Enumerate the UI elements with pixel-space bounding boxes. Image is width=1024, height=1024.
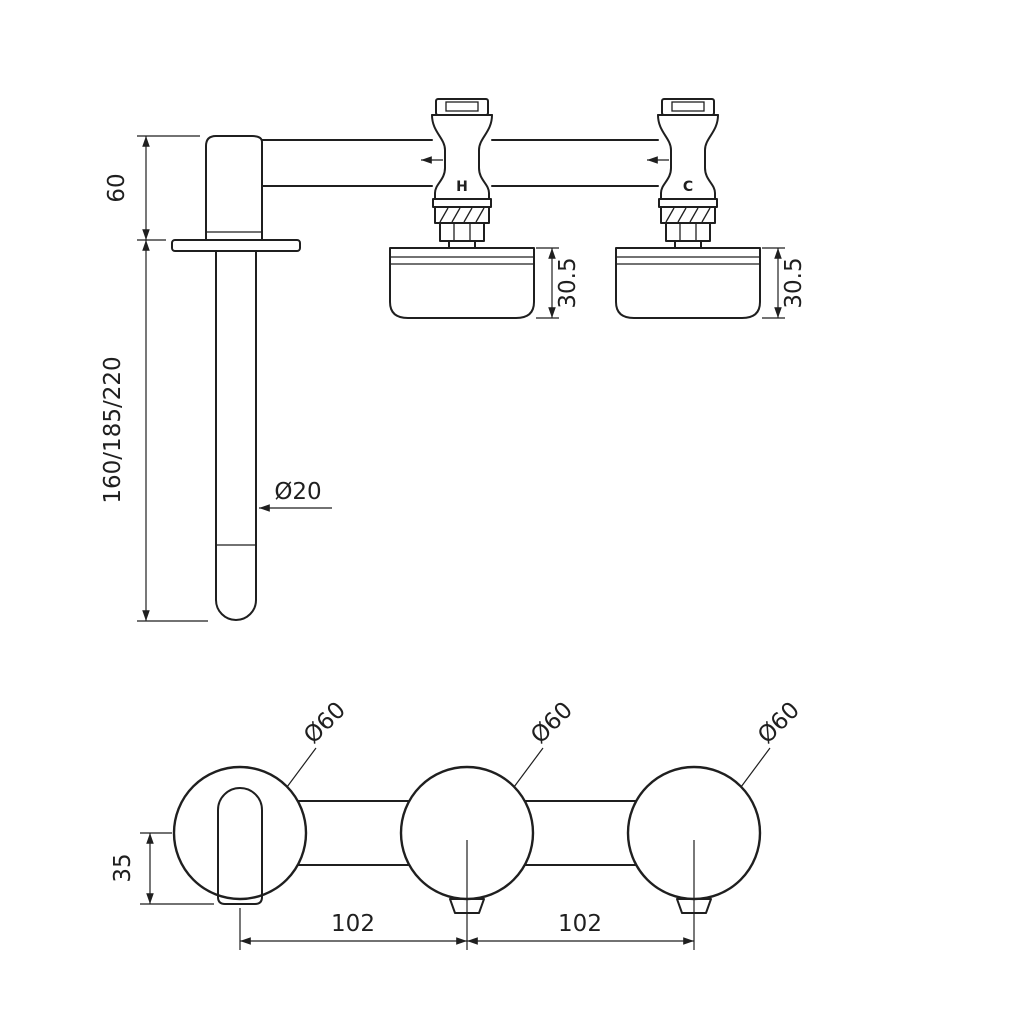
hot-bonnet-right — [478, 114, 493, 200]
hot-bonnet-left — [431, 114, 446, 200]
stem-tab-right — [676, 898, 712, 914]
cold-nut — [665, 222, 711, 242]
dimension-spout-height: 60 — [104, 135, 200, 241]
leader-line — [513, 747, 544, 788]
hot-valve-assembly: H — [389, 98, 535, 319]
dim-label-spacing-right-102: 102 — [558, 911, 602, 937]
cold-bonnet-left — [657, 114, 672, 200]
connecting-arm — [261, 139, 659, 187]
dim-label-length-160-185-220: 160/185/220 — [100, 356, 126, 503]
cold-escutcheon-drum — [615, 247, 761, 319]
dimension-center-spacing: 102 102 — [239, 840, 695, 950]
dimension-spout-length: 160/185/220 — [100, 240, 208, 622]
dim-label-rosette-middle: Ø60 — [526, 697, 578, 749]
cold-handle-cap-slot — [671, 101, 705, 112]
side-elevation-view: H C — [100, 98, 807, 622]
dimension-middle-rosette-diameter: Ø60 — [513, 697, 578, 788]
dim-label-height-60: 60 — [104, 173, 130, 202]
spout-front-profile — [217, 787, 263, 905]
cold-thread-hatch — [665, 207, 711, 223]
dim-label-depth-hot-30-5: 30.5 — [555, 257, 581, 308]
dimension-left-rosette-diameter: Ø60 — [286, 697, 351, 788]
dimension-spout-drop: 35 — [110, 832, 214, 905]
connecting-bar — [297, 800, 637, 866]
stem-tab-middle — [449, 898, 485, 914]
dim-label-depth-cold-30-5: 30.5 — [781, 257, 807, 308]
spout-tube-rounded-end — [215, 599, 257, 621]
rosette-left — [172, 765, 308, 901]
dim-label-drop-35: 35 — [110, 853, 136, 882]
dim-label-spacing-left-102: 102 — [331, 911, 375, 937]
hot-indicator-label: H — [456, 179, 468, 195]
spout-body-outline — [205, 135, 263, 241]
wall-flange — [171, 239, 301, 252]
cold-valve-assembly: C — [615, 98, 761, 319]
dimension-hot-escutcheon-depth: 30.5 — [536, 247, 581, 319]
cold-indicator-label: C — [683, 179, 693, 195]
cold-threaded-stem — [660, 206, 716, 224]
hot-thread-hatch — [439, 207, 485, 223]
spout-tube — [215, 250, 257, 621]
hot-nut — [439, 222, 485, 242]
cold-bonnet-right — [704, 114, 719, 200]
dim-label-rosette-right: Ø60 — [753, 697, 805, 749]
spout-body — [205, 135, 263, 241]
dim-label-rosette-left: Ø60 — [299, 697, 351, 749]
hot-handle-cap-slot — [445, 101, 479, 112]
dim-label-diameter-20: Ø20 — [274, 479, 321, 505]
hot-threaded-stem — [434, 206, 490, 224]
front-elevation-view: Ø60 Ø60 Ø60 35 102 102 — [110, 697, 805, 950]
leader-line — [286, 747, 317, 788]
dimension-right-rosette-diameter: Ø60 — [740, 697, 805, 788]
leader-line — [740, 747, 771, 788]
hot-collar — [432, 198, 492, 208]
dimension-cold-escutcheon-depth: 30.5 — [762, 247, 807, 319]
dimension-spout-diameter: Ø20 — [259, 479, 332, 512]
cold-neck — [674, 240, 702, 249]
hot-escutcheon-drum — [389, 247, 535, 319]
hot-neck — [448, 240, 476, 249]
cold-collar — [658, 198, 718, 208]
